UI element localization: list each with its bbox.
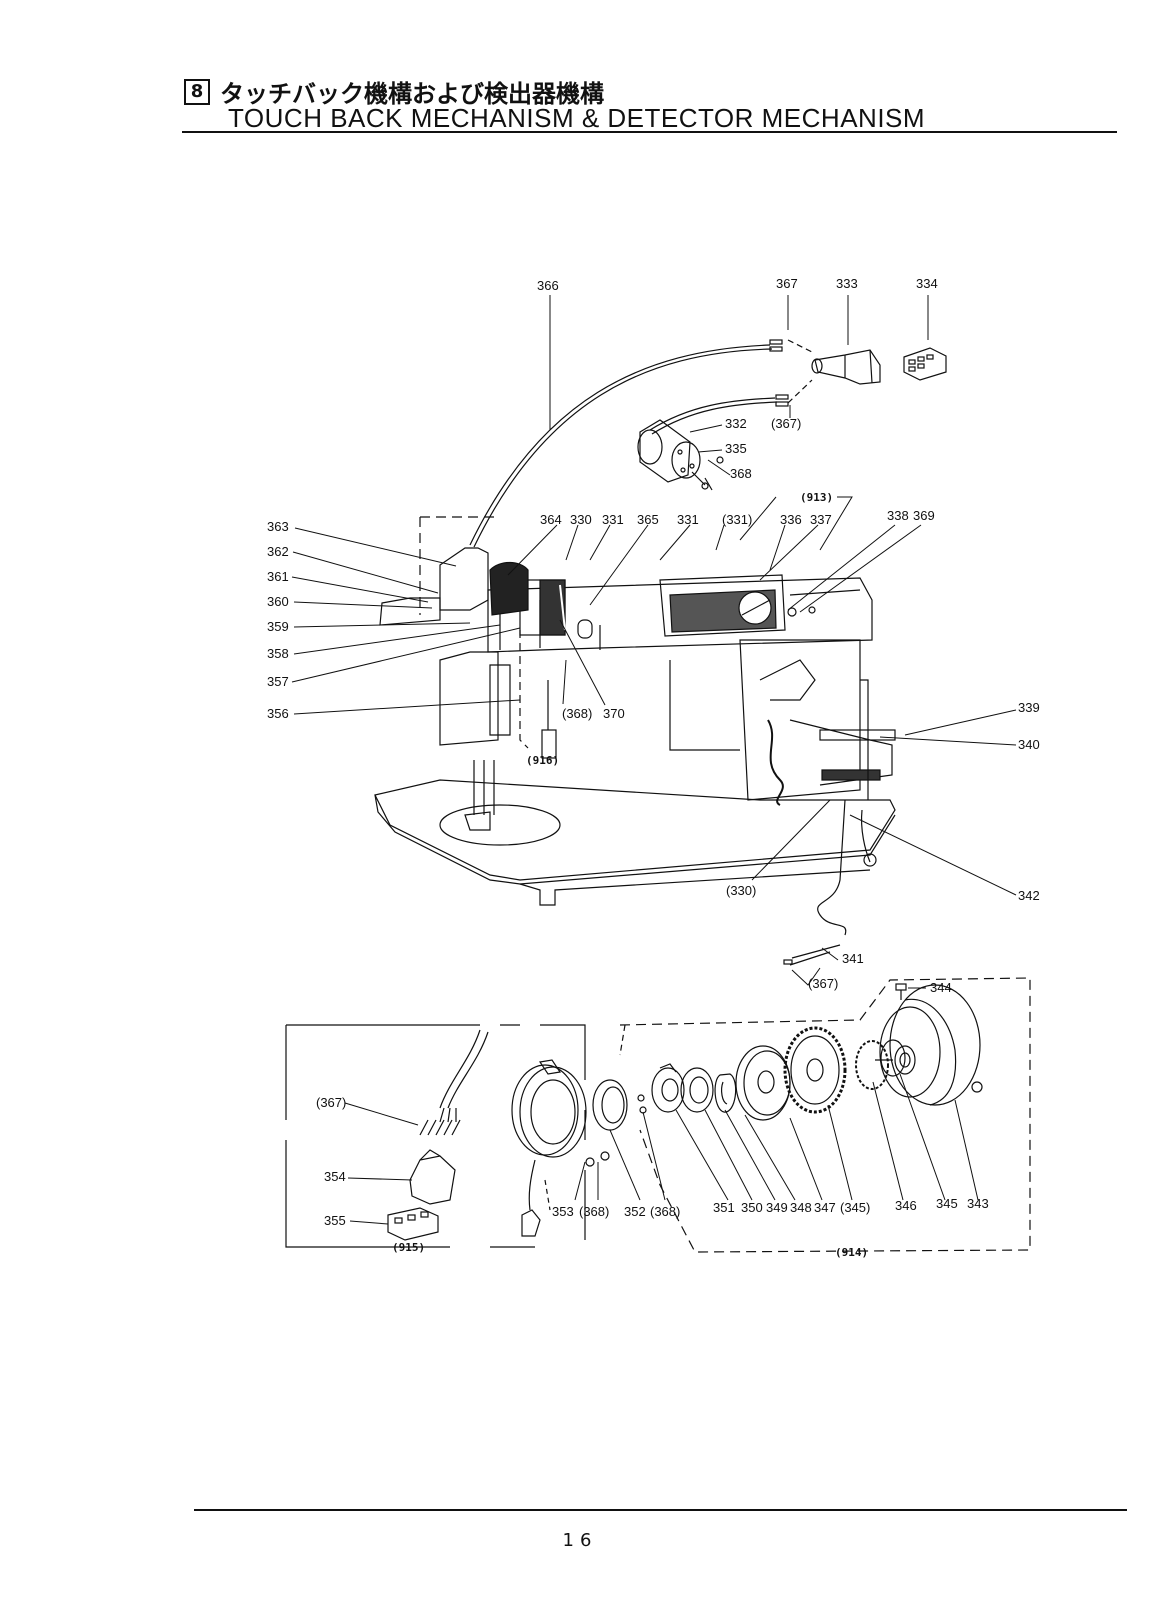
label-913: (913)	[800, 491, 833, 504]
label-368-d: (368)	[650, 1204, 680, 1219]
machine-arm	[379, 547, 873, 653]
ring-352	[592, 1079, 628, 1131]
title-japanese: タッチバック機構および検出器機構	[220, 80, 604, 108]
label-368: 368	[730, 466, 752, 481]
label-361: 361	[267, 569, 289, 584]
label-354: 354	[324, 1169, 346, 1184]
connector-355	[387, 1207, 439, 1241]
label-335: 335	[725, 441, 747, 456]
section-number-box: 8	[184, 78, 210, 105]
label-914: (914)	[835, 1246, 868, 1259]
machine-column	[439, 639, 896, 867]
page-number: 16	[562, 1530, 598, 1551]
label-352: 352	[624, 1204, 646, 1219]
label-331-b: 331	[677, 512, 699, 527]
leader-lines	[291, 295, 1017, 1225]
label-915: (915)	[392, 1241, 425, 1254]
label-333: 333	[836, 276, 858, 291]
pin-terminals-367	[769, 339, 813, 407]
section-title-japanese: 8 タッチバック機構および検出器機構	[184, 74, 604, 109]
label-339: 339	[1018, 700, 1040, 715]
connector-334	[903, 347, 947, 381]
disc-345	[855, 1040, 889, 1090]
label-349: 349	[766, 1200, 788, 1215]
label-346: 346	[895, 1198, 917, 1213]
cam-349	[714, 1073, 737, 1113]
pins-367	[419, 1119, 461, 1136]
label-368-ref: (368)	[562, 706, 592, 721]
label-337: 337	[810, 512, 832, 527]
label-336: 336	[780, 512, 802, 527]
label-364: 364	[540, 512, 562, 527]
label-367-ref: (367)	[771, 416, 801, 431]
label-340: 340	[1018, 737, 1040, 752]
label-334: 334	[916, 276, 938, 291]
label-353: 353	[552, 1204, 574, 1219]
detector-housing-353	[511, 1059, 587, 1237]
label-348: 348	[790, 1200, 812, 1215]
label-344: 344	[930, 980, 952, 995]
label-341: 341	[842, 951, 864, 966]
label-350: 350	[741, 1200, 763, 1215]
label-368-c: (368)	[579, 1204, 609, 1219]
disc-350	[680, 1067, 714, 1113]
label-355: 355	[324, 1213, 346, 1228]
plug-333	[811, 349, 881, 385]
screw-344	[895, 983, 983, 1093]
label-338: 338	[887, 508, 909, 523]
label-369: 369	[913, 508, 935, 523]
label-357: 357	[267, 674, 289, 689]
pulley-343	[875, 984, 981, 1106]
detector-unit-332	[637, 419, 724, 491]
label-363: 363	[267, 519, 289, 534]
label-331-ref: (331)	[722, 512, 752, 527]
cable-366	[469, 344, 778, 548]
label-916: (916)	[526, 754, 559, 767]
part-labels: 366 367 333 334 332 (367) 335 368 (913) …	[267, 276, 1040, 1259]
bed-plate	[374, 779, 896, 906]
slit-disc-347	[783, 1026, 847, 1114]
label-367: 367	[776, 276, 798, 291]
label-345-ref: (345)	[840, 1200, 870, 1215]
wire-341	[783, 799, 847, 966]
footer-rule	[194, 1509, 1127, 1511]
label-330-ref: (330)	[726, 883, 756, 898]
header-rule	[182, 131, 1117, 133]
label-359: 359	[267, 619, 289, 634]
label-366: 366	[537, 278, 559, 293]
label-358: 358	[267, 646, 289, 661]
label-345: 345	[936, 1196, 958, 1211]
label-331: 331	[602, 512, 624, 527]
hook-assembly-363	[489, 561, 593, 639]
label-367-wire: (367)	[808, 976, 838, 991]
label-370: 370	[603, 706, 625, 721]
label-362: 362	[267, 544, 289, 559]
cable-bundle-367	[439, 1029, 489, 1123]
title-english: TOUCH BACK MECHANISM & DETECTOR MECHANIS…	[228, 103, 926, 133]
label-356: 356	[267, 706, 289, 721]
washer-351	[651, 1063, 685, 1113]
label-330: 330	[570, 512, 592, 527]
label-343: 343	[967, 1196, 989, 1211]
label-351: 351	[713, 1200, 735, 1215]
label-367-pins: (367)	[316, 1095, 346, 1110]
screws-368	[585, 1094, 647, 1167]
label-332: 332	[725, 416, 747, 431]
plug-354	[409, 1149, 456, 1205]
label-342: 342	[1018, 888, 1040, 903]
label-365: 365	[637, 512, 659, 527]
plate-348	[735, 1045, 791, 1121]
label-360: 360	[267, 594, 289, 609]
label-347: 347	[814, 1200, 836, 1215]
